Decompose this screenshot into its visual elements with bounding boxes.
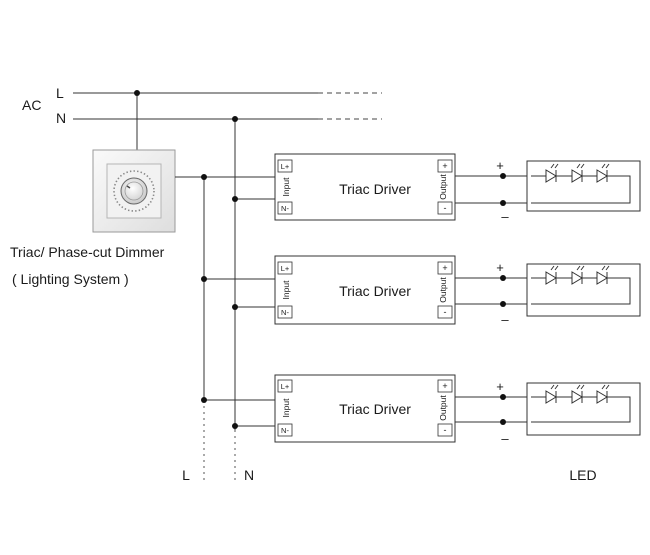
input-l-label: L+ [281,264,290,273]
light-rays-icon [550,163,610,169]
output-minus-label: - [444,203,447,213]
output-label: Output [438,395,448,421]
output-minus-terminal [437,423,453,437]
input-l-terminal [277,159,293,173]
driver-title: Triac Driver [339,283,411,299]
junction-dot [232,423,238,429]
ac-neutral-label: N [56,110,66,126]
input-n-terminal [277,423,293,437]
output-plus-label: + [442,161,447,171]
junction-dot [232,196,238,202]
input-l-label: L+ [281,162,290,171]
led-return-wire [531,277,631,305]
led-icon [545,271,557,285]
driver-title: Triac Driver [339,401,411,417]
led-module-box [526,382,641,436]
input-n-label: N- [281,308,289,317]
output-plus-label: + [442,263,447,273]
driver-title: Triac Driver [339,181,411,197]
minus-sign: – [501,431,509,446]
led-module-box [526,263,641,317]
driver-box [274,374,456,443]
output-minus-terminal [437,305,453,319]
output-minus-label: - [444,425,447,435]
led-icon [531,169,557,183]
led-icon [571,271,583,285]
led-return-wire [531,396,631,423]
led-icon [571,169,583,183]
light-rays-icon [550,384,610,390]
led-label: LED [569,467,596,483]
led-module-3 [526,382,641,436]
led-icon [596,271,608,285]
input-n-terminal [277,201,293,215]
input-l-label: L+ [281,382,290,391]
output-plus-terminal [437,261,453,275]
dimmer-switch [92,149,176,233]
minus-sign: – [501,312,509,327]
driver-unit-2: L+ N- Input Triac Driver + - Output + – [201,255,531,327]
led-module-1 [526,160,641,212]
bottom-neutral-label: N [244,467,254,483]
ac-label: AC [22,97,41,113]
input-label: Input [281,280,291,300]
output-minus-terminal [437,201,453,215]
output-minus-label: - [444,307,447,317]
dimmer-knob-icon [113,170,155,212]
driver-box [274,153,456,221]
input-label: Input [281,398,291,418]
input-label: Input [281,177,291,197]
minus-sign: – [501,209,509,224]
junction-dot [500,301,506,307]
output-plus-label: + [442,381,447,391]
junction-dot [232,116,238,122]
led-icon [545,390,557,404]
plus-sign: + [496,379,504,394]
junction-dot [500,394,506,400]
input-n-terminal [277,305,293,319]
dimmer-subtitle: ( Lighting System ) [12,271,129,287]
led-icon [596,390,608,404]
output-plus-terminal [437,159,453,173]
input-n-label: N- [281,204,289,213]
ac-line-label: L [56,85,64,101]
input-l-terminal [277,379,293,393]
junction-dot [500,200,506,206]
junction-dot [500,173,506,179]
junction-dot [201,397,207,403]
led-icon [596,169,608,183]
driver-unit-3: L+ N- Input Triac Driver + - Output + – [201,374,531,446]
dimmer-title: Triac/ Phase-cut Dimmer [10,244,165,260]
output-label: Output [438,174,448,200]
driver-box [274,255,456,325]
led-return-wire [531,175,631,204]
junction-dot [500,419,506,425]
junction-dot [134,90,140,96]
plus-sign: + [496,260,504,275]
output-label: Output [438,277,448,303]
junction-dot [232,304,238,310]
junction-dot [500,275,506,281]
output-plus-terminal [437,379,453,393]
plus-sign: + [496,158,504,173]
light-rays-icon [550,265,610,271]
led-icon [571,390,583,404]
junction-dot [201,276,207,282]
input-l-terminal [277,261,293,275]
led-module-2 [526,263,641,317]
input-n-label: N- [281,426,289,435]
driver-unit-1: L+ N- Input Triac Driver + - Output + – [201,153,531,224]
bottom-line-label: L [182,467,190,483]
junction-dot [201,174,207,180]
